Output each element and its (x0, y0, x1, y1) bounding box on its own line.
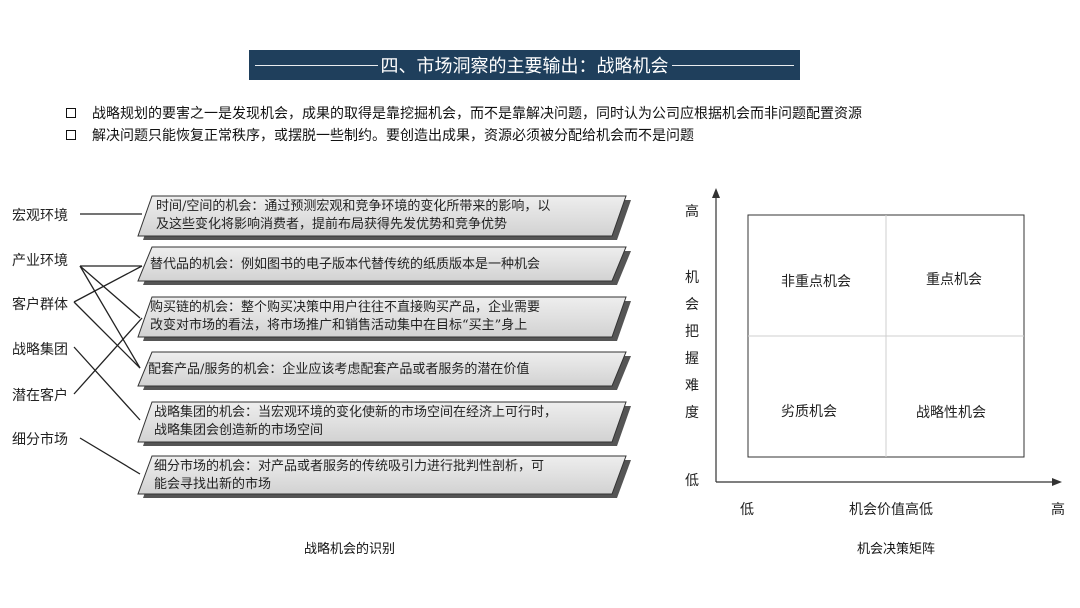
y-axis-low-label: 低 (685, 473, 699, 489)
opportunity-text-line: 替代品的机会：例如图书的电子版本代替传统的纸质版本是一种机会 (150, 257, 541, 272)
title-rule-right (671, 64, 794, 66)
x-axis-high-label: 高 (1051, 502, 1065, 518)
quadrant-bottom-right: 战略性机会 (916, 405, 986, 421)
decision-matrix (712, 188, 1062, 486)
matrix-caption: 机会决策矩阵 (857, 542, 936, 557)
bullet-item: 解决问题只能恢复正常秩序，或摆脱一些制约。要创造出成果，资源必须被分配给机会而不… (66, 124, 862, 146)
opportunity-text-line: 改变对市场的看法，将市场推广和销售活动集中在目标“买主”身上 (150, 318, 528, 333)
opportunity-box: 细分市场的机会：对产品或者服务的传统吸引力进行批判性剖析，可 能会寻找出新的市场 (154, 458, 544, 494)
y-axis-title-char: 机 (685, 270, 699, 286)
source-label: 潜在客户 (12, 388, 68, 404)
square-bullet-icon (66, 130, 76, 140)
bullet-text: 战略规划的要害之一是发现机会，成果的取得是靠挖掘机会，而不是靠解决问题，同时认为… (92, 106, 862, 122)
opportunity-text-line: 能会寻找出新的市场 (154, 477, 272, 492)
opportunity-box: 战略集团的机会：当宏观环境的变化使新的市场空间在经济上可行时， 战略集团会创造新… (154, 404, 557, 440)
quadrant-top-right: 重点机会 (926, 272, 982, 288)
y-axis-title-char: 把 (685, 324, 699, 340)
opportunity-text-line: 及这些变化将影响消费者，提前布局获得先发优势和竞争优势 (156, 217, 508, 232)
y-axis-title-char: 难 (685, 378, 699, 394)
connector-lines (73, 213, 143, 475)
opportunity-text-line: 配套产品/服务的机会：企业应该考虑配套产品或者服务的潜在价值 (148, 362, 530, 377)
opportunity-box: 购买链的机会：整个购买决策中用户往往不直接购买产品，企业需要 改变对市场的看法，… (150, 299, 540, 335)
opportunity-text-line: 细分市场的机会：对产品或者服务的传统吸引力进行批判性剖析，可 (154, 459, 545, 474)
square-bullet-icon (66, 108, 76, 118)
title-rule-left (255, 64, 378, 66)
opportunity-boxes (137, 195, 631, 498)
y-axis-title: 机 会 把 握 难 度 (685, 265, 699, 427)
opportunity-box: 配套产品/服务的机会：企业应该考虑配套产品或者服务的潜在价值 (148, 361, 529, 379)
opportunity-box: 时间/空间的机会：通过预测宏观和竞争环境的变化所带来的影响，以 及这些变化将影响… (156, 198, 550, 234)
y-axis-title-char: 度 (685, 405, 699, 421)
source-label: 客户群体 (12, 297, 68, 313)
opportunity-text-line: 战略集团会创造新的市场空间 (154, 423, 324, 438)
quadrant-top-left: 非重点机会 (781, 274, 851, 290)
y-axis-title-char: 握 (685, 351, 699, 367)
bullet-text: 解决问题只能恢复正常秩序，或摆脱一些制约。要创造出成果，资源必须被分配给机会而不… (92, 128, 694, 144)
opportunity-box: 替代品的机会：例如图书的电子版本代替传统的纸质版本是一种机会 (150, 256, 540, 274)
source-label: 细分市场 (12, 432, 68, 448)
bullet-list: 战略规划的要害之一是发现机会，成果的取得是靠挖掘机会，而不是靠解决问题，同时认为… (66, 102, 862, 146)
left-diagram-caption: 战略机会的识别 (304, 542, 396, 557)
bullet-item: 战略规划的要害之一是发现机会，成果的取得是靠挖掘机会，而不是靠解决问题，同时认为… (66, 102, 862, 124)
x-axis-low-label: 低 (740, 502, 754, 518)
opportunity-text-line: 时间/空间的机会：通过预测宏观和竞争环境的变化所带来的影响，以 (156, 199, 551, 214)
source-label: 战略集团 (12, 342, 68, 358)
y-axis-high-label: 高 (685, 204, 699, 220)
source-label: 产业环境 (12, 253, 68, 269)
opportunity-text-line: 购买链的机会：整个购买决策中用户往往不直接购买产品，企业需要 (150, 300, 541, 315)
slide-title: 四、市场洞察的主要输出：战略机会 (380, 56, 669, 77)
x-axis-title: 机会价值高低 (849, 502, 933, 518)
y-axis-title-char: 会 (685, 297, 699, 313)
quadrant-bottom-left: 劣质机会 (781, 404, 837, 420)
source-label: 宏观环境 (12, 208, 68, 224)
opportunity-text-line: 战略集团的机会：当宏观环境的变化使新的市场空间在经济上可行时， (154, 405, 558, 420)
slide-title-bar: 四、市场洞察的主要输出：战略机会 (249, 50, 800, 80)
